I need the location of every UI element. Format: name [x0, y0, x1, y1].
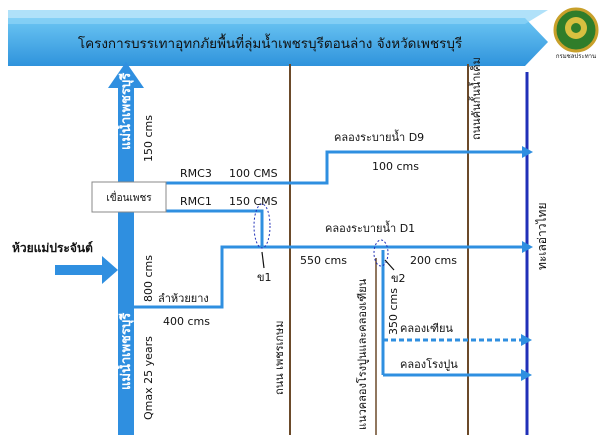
petchaburi-river-arrowhead — [108, 62, 144, 88]
tributary-name: ห้วยแม่ประจันต์ — [12, 241, 93, 255]
d9-flow: 100 cms — [372, 160, 419, 173]
logo-caption: กรมชลประทาน — [556, 53, 596, 60]
d1-arrowhead — [522, 241, 533, 253]
dam-label: เขื่อนเพชร — [106, 190, 152, 204]
d9-name: คลองระบายน้ำ D9 — [334, 129, 424, 144]
gate-g1-label: ข1 — [257, 271, 272, 284]
khlong-thian-name: คลองเฑียน — [400, 322, 453, 335]
gate-g2-label: ข2 — [391, 272, 406, 285]
rmc3-d9-path — [134, 150, 522, 185]
banner-arrow — [8, 18, 548, 66]
khlong-rongpun-arrowhead — [521, 369, 532, 381]
lamhuai-horizontal-flow: 400 cms — [163, 315, 210, 328]
dam-box — [91, 181, 167, 213]
river-lower-flow: Qmax 25 years — [142, 336, 155, 420]
rmc3-flow: 100 CMS — [229, 167, 278, 180]
gate-g2-pointer — [384, 259, 395, 271]
lamhuai-vertical-flow: 800 cms — [142, 255, 155, 302]
sea-label: ทะเลอ่าวไทย — [535, 203, 549, 270]
alignment-label: แนวคลองโรงปูนและคลองเฑียน — [355, 278, 369, 430]
road-dike: ถนนคันกั้นน้ำเค็ม — [468, 57, 483, 140]
gate-g1-marker — [253, 203, 271, 249]
river-upper-flow: 150 cms — [142, 115, 155, 162]
alignment-flow: 350 cms — [387, 288, 400, 335]
banner-arrow-top-light — [8, 10, 548, 24]
rmc1-label: RMC1 — [180, 195, 212, 208]
river-upper-name: แม่น้ำเพชรบุรี — [115, 73, 134, 150]
d1-flow-end: 200 cms — [410, 254, 457, 267]
petchaburi-river-arrow — [118, 86, 134, 435]
lam-huai-yang-path — [134, 245, 262, 309]
d9-arrowhead — [522, 146, 533, 158]
rmc1-path — [134, 209, 264, 247]
gate-g2-marker — [373, 239, 389, 267]
road-phetkasem: ถนน เพชรเกษม — [273, 320, 286, 395]
khlong-thian-arrowhead — [521, 334, 532, 346]
rmc3-label: RMC3 — [180, 167, 212, 180]
lamhuai-name: ลำห้วยยาง — [158, 292, 209, 305]
tributary-arrow — [55, 256, 118, 284]
d1-name: คลองระบายน้ำ D1 — [325, 220, 415, 235]
gate-g1-pointer — [261, 251, 265, 269]
banner-title: โครงการบรรเทาอุทกภัยพื้นที่ลุ่มน้ำเพชรบุ… — [78, 33, 462, 52]
d1-flow-mid: 550 cms — [300, 254, 347, 267]
department-logo: กรมชลประทาน — [553, 7, 599, 60]
river-lower-name: แม่น้ำเพชรบุรี — [115, 313, 134, 390]
khlong-rongpun-name: คลองโรงปูน — [400, 357, 458, 371]
rmc1-flow: 150 CMS — [229, 195, 278, 208]
